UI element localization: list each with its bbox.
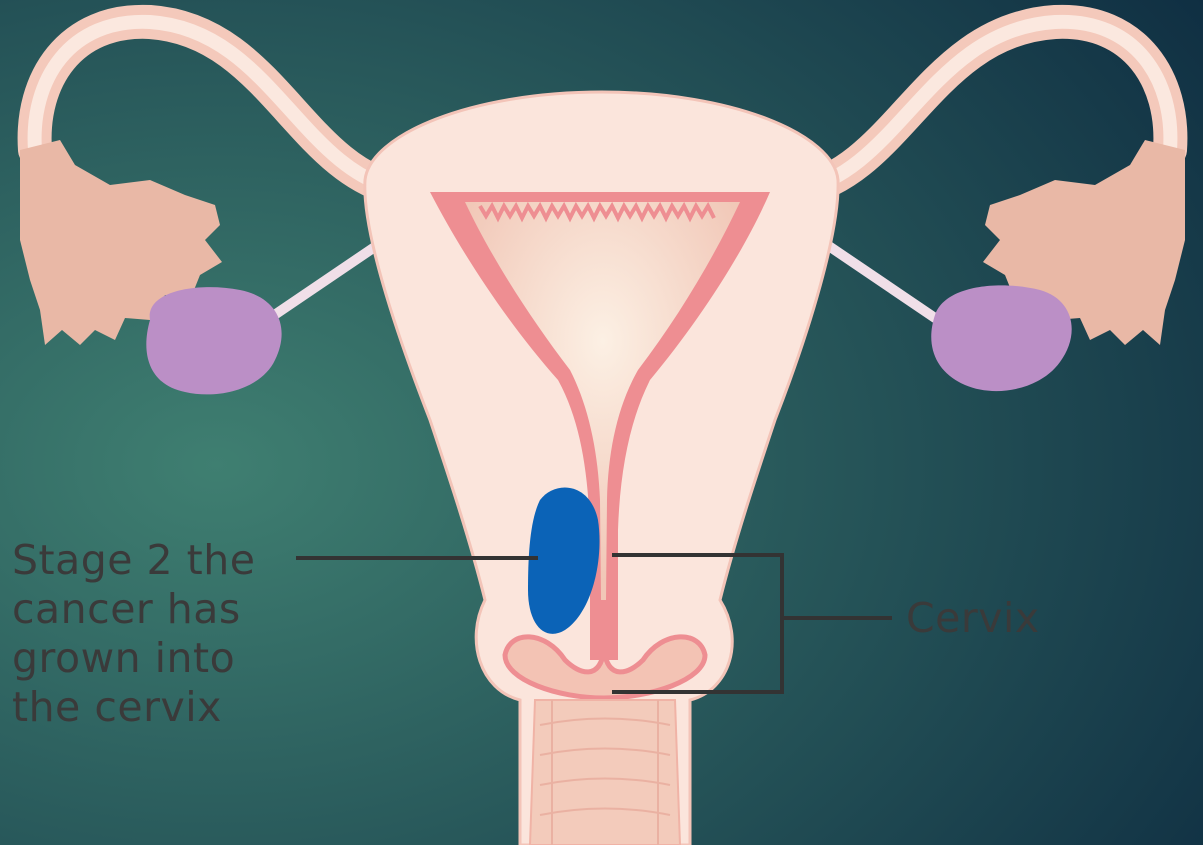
- cervix-label: Cervix: [906, 594, 1040, 643]
- tumor-stage-label: Stage 2 the cancer has grown into the ce…: [12, 536, 302, 732]
